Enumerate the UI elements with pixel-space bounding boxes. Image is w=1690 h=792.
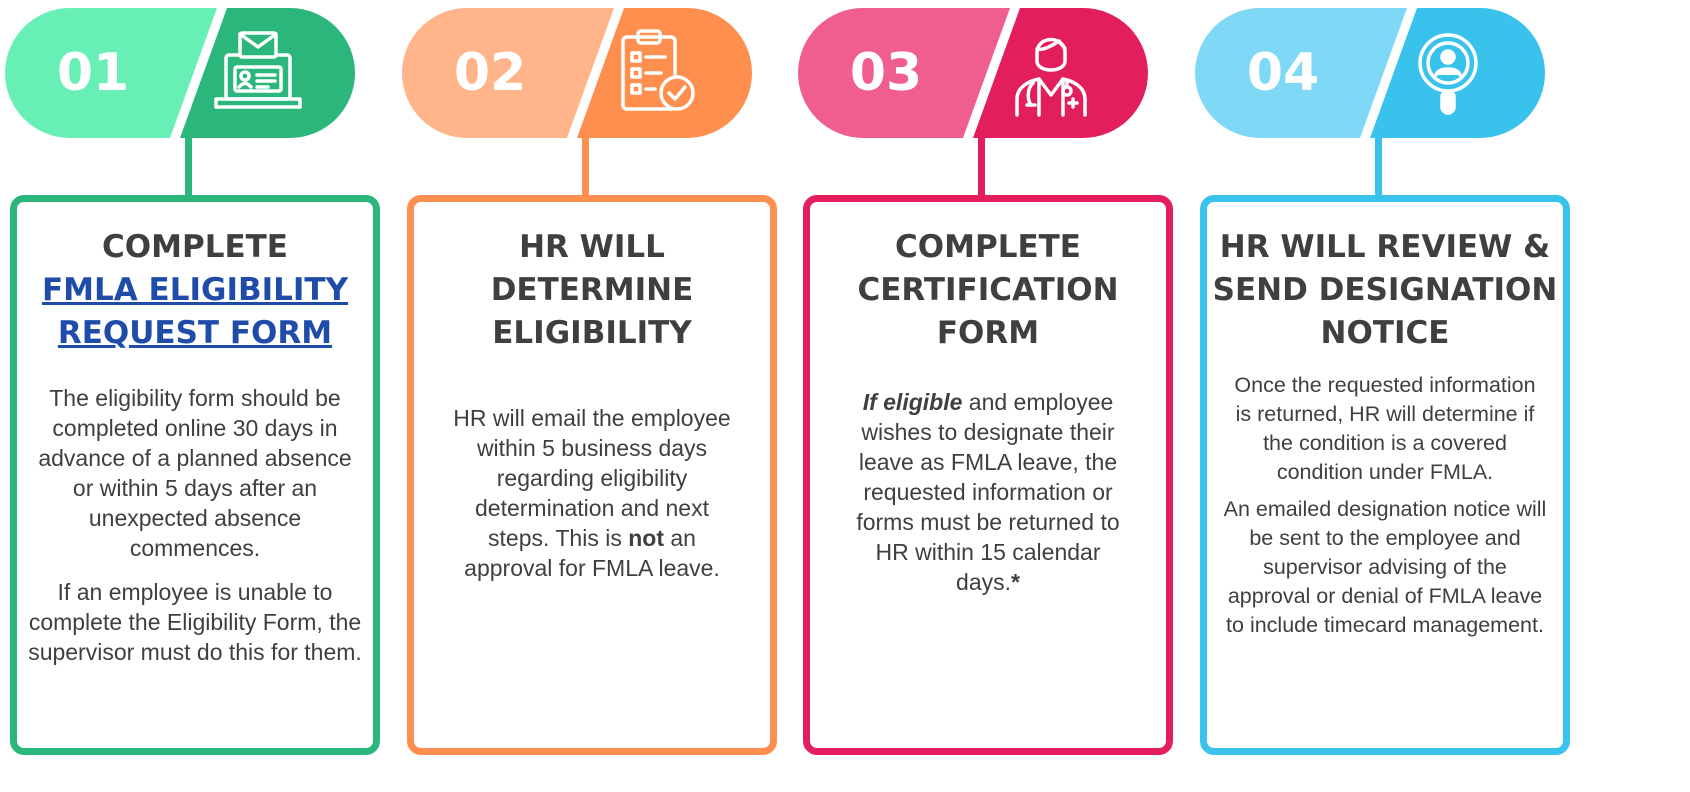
step-2: 02 HR WILL DETERMINE ELIGIBILITY HR will…	[397, 0, 777, 792]
bold-italic-text: If eligible	[862, 389, 963, 415]
bold-text: not	[628, 525, 664, 551]
fmla-eligibility-request-form-link[interactable]: FMLA ELIGIBILITY REQUEST FORM	[41, 272, 349, 351]
step-1-paragraph-2: If an employee is unable to complete the…	[28, 579, 362, 665]
step-2-title: HR WILL DETERMINE ELIGIBILITY	[490, 229, 694, 351]
step-1-title: COMPLETE FMLA ELIGIBILITY REQUEST FORM	[27, 226, 363, 355]
connector-line	[1375, 136, 1382, 198]
step-number: 03	[849, 43, 923, 103]
step-3-card: COMPLETE CERTIFICATION FORM If eligible …	[803, 195, 1173, 755]
clipboard-checklist-icon	[607, 25, 703, 121]
text-span: and employee wishes to designate their l…	[856, 389, 1120, 595]
text-span: an approval for FMLA leave.	[464, 525, 720, 581]
step-3-paragraph-1: If eligible and employee wishes to desig…	[820, 387, 1156, 597]
step-4-title: HR WILL REVIEW & SEND DESIGNATION NOTICE	[1212, 229, 1558, 351]
asterisk: *	[1011, 569, 1020, 595]
step-3-header-pill: 03	[798, 8, 1148, 138]
laptop-email-icon	[210, 25, 306, 121]
doctor-icon	[1003, 25, 1099, 121]
step-4-paragraph-2: An emailed designation notice will be se…	[1223, 497, 1547, 637]
step-1-paragraph-1: The eligibility form should be completed…	[38, 385, 352, 561]
step-number: 01	[56, 43, 130, 103]
magnifier-person-icon	[1400, 25, 1496, 121]
step-number: 04	[1246, 43, 1320, 103]
step-4-header-pill: 04	[1195, 8, 1545, 138]
text-span: HR will email the employee within 5 busi…	[453, 405, 731, 551]
step-4-paragraph-1: Once the requested information is return…	[1234, 373, 1536, 484]
step-1-header-pill: 01	[5, 8, 355, 138]
step-2-paragraph-1: HR will email the employee within 5 busi…	[424, 403, 760, 583]
connector-line	[185, 136, 192, 198]
step-2-header-pill: 02	[402, 8, 752, 138]
step-3-title: COMPLETE CERTIFICATION FORM	[857, 229, 1119, 351]
connector-line	[978, 136, 985, 198]
connector-line	[582, 136, 589, 198]
title-text: COMPLETE	[102, 229, 288, 265]
step-4: 04 HR WILL REVIEW & SEND DESIGNATION NOT…	[1190, 0, 1570, 792]
step-number: 02	[453, 43, 527, 103]
step-2-card: HR WILL DETERMINE ELIGIBILITY HR will em…	[407, 195, 777, 755]
step-1-card: COMPLETE FMLA ELIGIBILITY REQUEST FORM T…	[10, 195, 380, 755]
step-1: 01 COMPLETE FMLA ELIGIBILITY REQUEST FOR…	[0, 0, 380, 792]
step-4-card: HR WILL REVIEW & SEND DESIGNATION NOTICE…	[1200, 195, 1570, 755]
step-3: 03 COMPLETE CERTIFICATION FORM If eligib…	[793, 0, 1173, 792]
